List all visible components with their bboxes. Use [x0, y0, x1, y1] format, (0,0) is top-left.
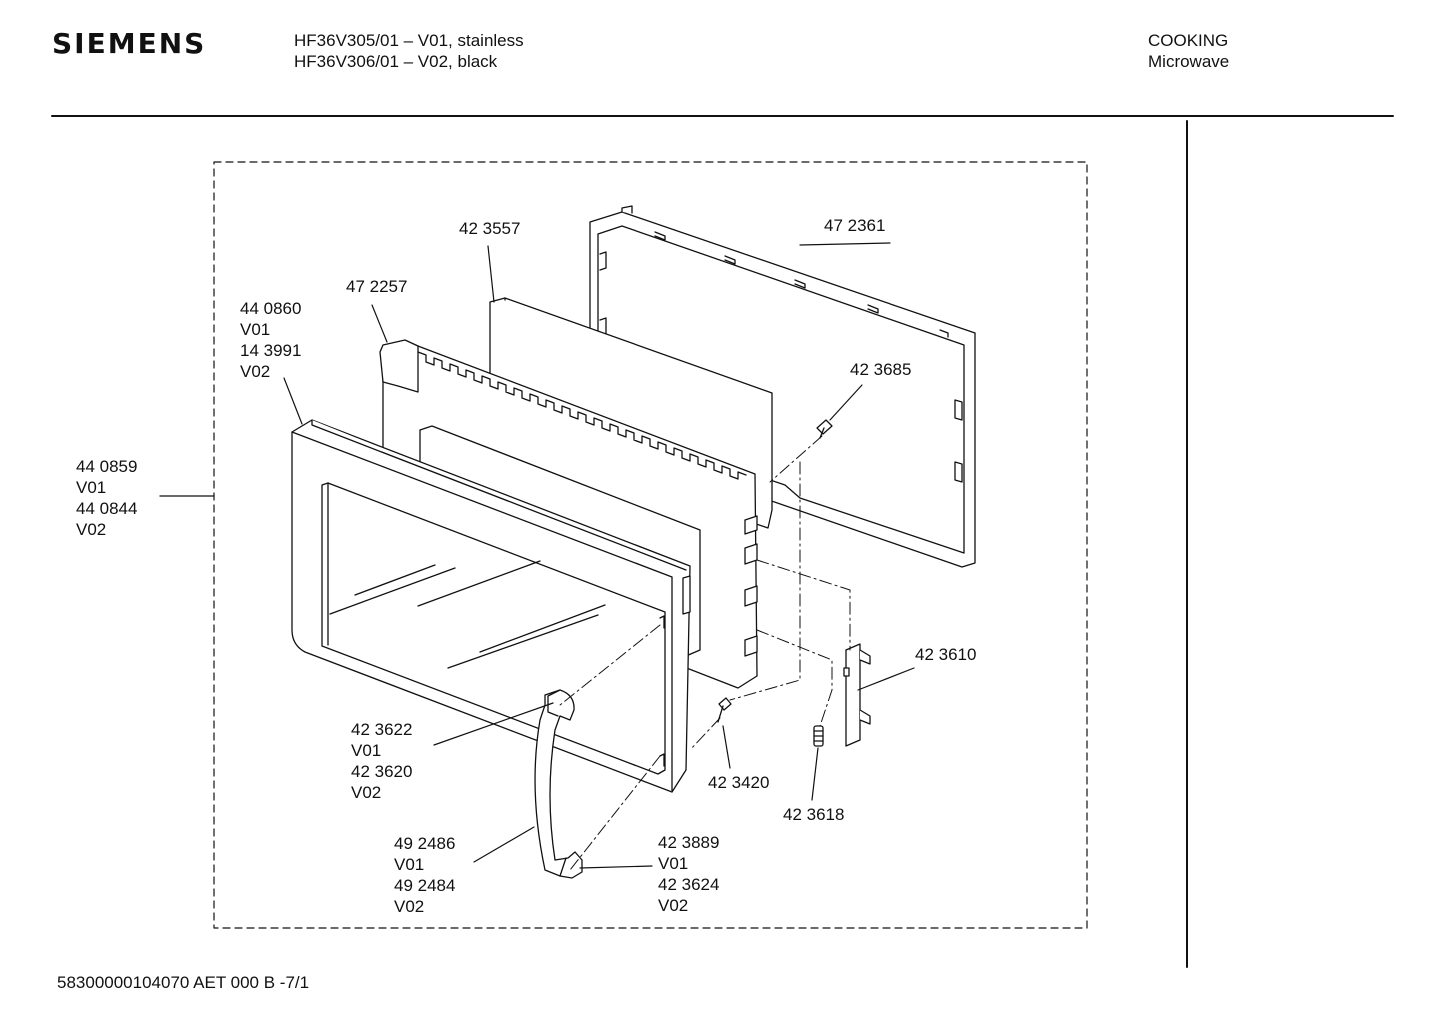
- callout-line: V01: [394, 855, 425, 874]
- document-code: 58300000104070 AET 000 B -7/1: [57, 973, 310, 992]
- subcategory-label: Microwave: [1148, 52, 1230, 71]
- callout-line: V01: [658, 854, 689, 873]
- model-line-1: HF36V305/01 – V01, stainless: [294, 31, 524, 50]
- callout-line: 42 3889: [658, 833, 720, 852]
- callout-line: V01: [240, 320, 271, 339]
- callout-line: 42 3557: [459, 219, 521, 238]
- callout-line: 14 3991: [240, 341, 302, 360]
- brand-logo: SIEMENS: [52, 27, 207, 60]
- callout-44-0859: 44 0859 V01 44 0844 V02: [76, 456, 137, 540]
- callout-line: 49 2484: [394, 876, 456, 895]
- callout-42-3557: 42 3557: [459, 218, 520, 239]
- category-info: COOKING Microwave: [1148, 30, 1229, 72]
- handle-part: [534, 689, 583, 879]
- callout-line: 47 2361: [824, 216, 886, 235]
- callout-42-3622: 42 3622 V01 42 3620 V02: [351, 719, 412, 803]
- callout-42-3420: 42 3420: [708, 772, 769, 793]
- callout-42-3618: 42 3618: [783, 804, 844, 825]
- screw-42-3685: [816, 419, 833, 439]
- spring-42-3618: [813, 725, 824, 747]
- callout-line: V02: [658, 896, 689, 915]
- back-frame-part: [589, 205, 976, 568]
- callout-line: 42 3420: [708, 773, 770, 792]
- callout-line: 42 3685: [850, 360, 912, 379]
- callout-line: V02: [394, 897, 425, 916]
- callout-line: 42 3618: [783, 805, 845, 824]
- callout-line: 42 3620: [351, 762, 413, 781]
- callout-line: 42 3624: [658, 875, 720, 894]
- callout-line: V02: [240, 362, 271, 381]
- callout-47-2257: 47 2257: [346, 276, 407, 297]
- callout-42-3685: 42 3685: [850, 359, 911, 380]
- category-label: COOKING: [1148, 31, 1229, 50]
- callout-47-2361: 47 2361: [824, 215, 885, 236]
- callout-line: 42 3610: [915, 645, 977, 664]
- outer-door-part: [291, 419, 691, 793]
- latch-plate-42-3610: [843, 643, 871, 747]
- callout-line: V02: [351, 783, 382, 802]
- assembly-boundary: [213, 161, 1088, 929]
- callout-line: 44 0844: [76, 499, 138, 518]
- callout-42-3610: 42 3610: [915, 644, 976, 665]
- leader-lines: [283, 242, 915, 869]
- callout-49-2486: 49 2486 V01 49 2484 V02: [394, 833, 455, 917]
- callout-line: 44 0859: [76, 457, 138, 476]
- callout-line: 47 2257: [346, 277, 408, 296]
- callout-line: V01: [351, 741, 382, 760]
- callout-line: 42 3622: [351, 720, 413, 739]
- model-info: HF36V305/01 – V01, stainless HF36V306/01…: [294, 30, 524, 72]
- model-line-2: HF36V306/01 – V02, black: [294, 52, 498, 71]
- callout-line: 49 2486: [394, 834, 456, 853]
- callout-line: V02: [76, 520, 107, 539]
- assembly-lines: [559, 435, 851, 871]
- callout-line: V01: [76, 478, 107, 497]
- callout-44-0860: 44 0860 V01 14 3991 V02: [240, 298, 301, 382]
- callout-42-3889: 42 3889 V01 42 3624 V02: [658, 832, 719, 916]
- callout-line: 44 0860: [240, 299, 302, 318]
